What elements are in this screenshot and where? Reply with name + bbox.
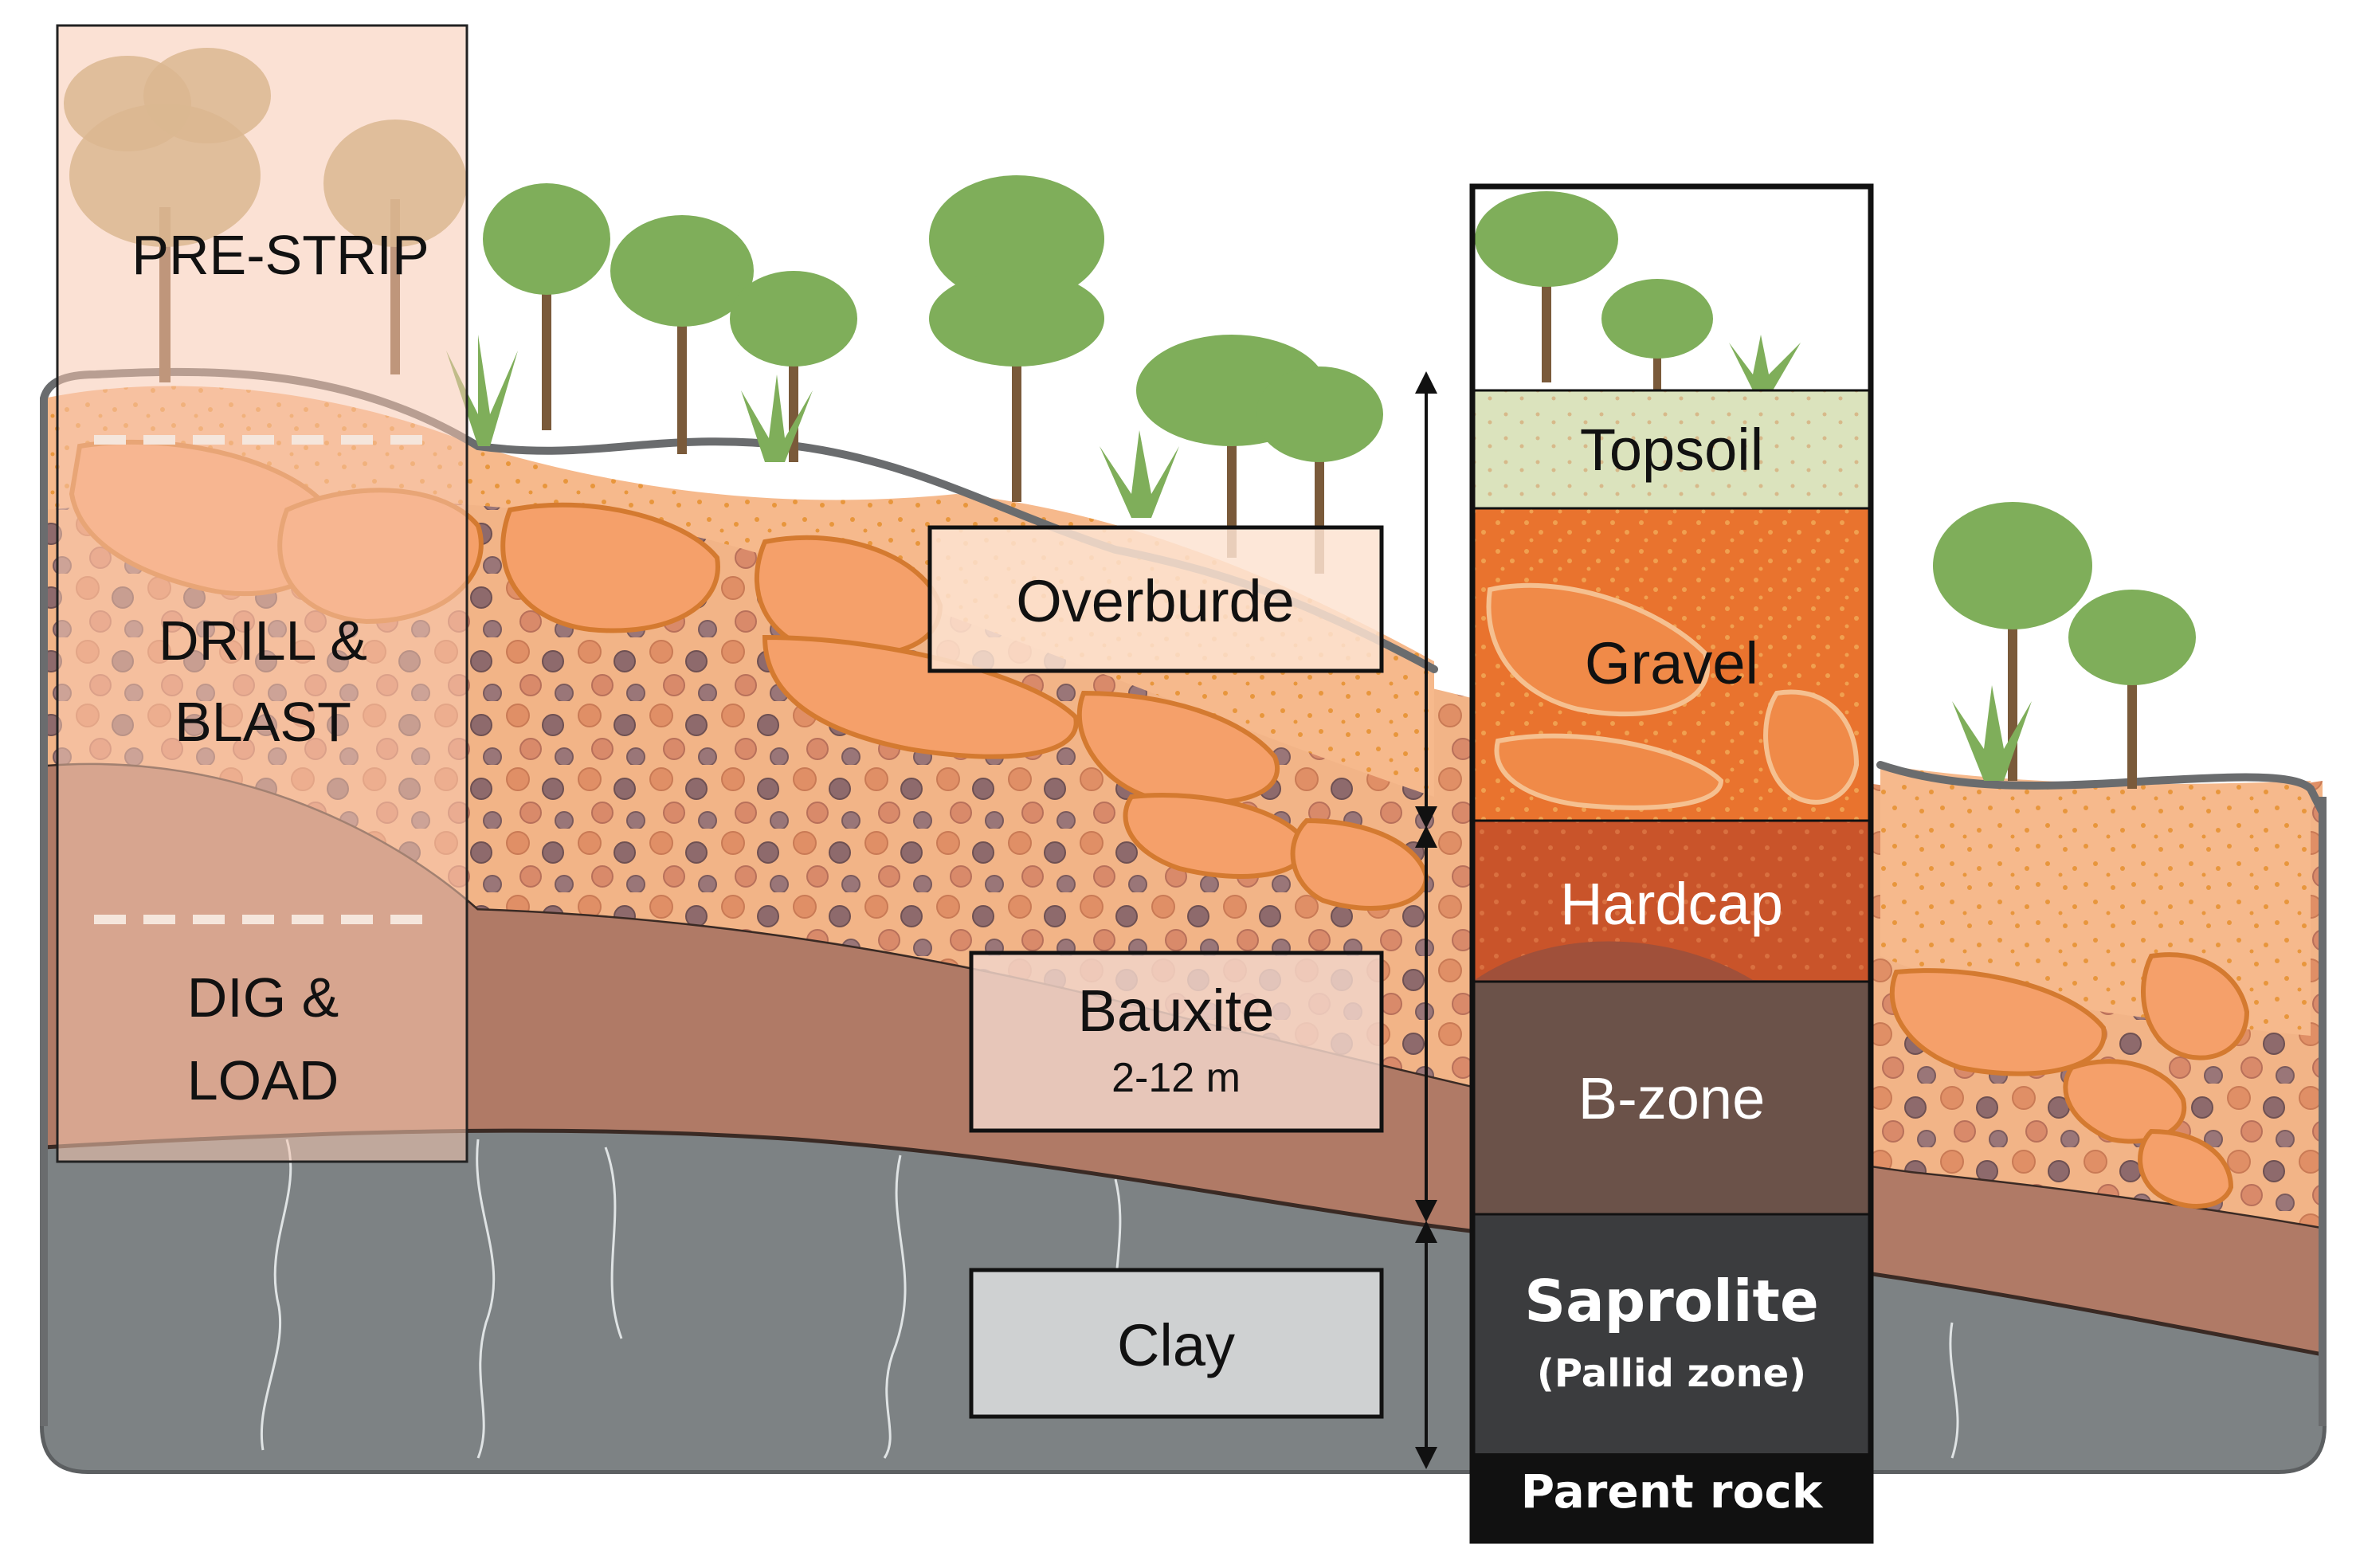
clay-callout-box [969, 1268, 1384, 1419]
tree-icon [483, 183, 610, 430]
profile-topsoil-label: Topsoil [1580, 417, 1763, 483]
profile-bzone-label: B-zone [1578, 1065, 1765, 1131]
soil-profile-column [1469, 183, 1874, 1544]
profile-saprolite [1472, 1214, 1871, 1453]
bauxite-callout-box [969, 951, 1384, 1133]
clay-label: Clay [1117, 1312, 1235, 1378]
profile-pallid-label: (Pallid zone) [1537, 1351, 1806, 1396]
profile-gravel-label: Gravel [1585, 630, 1758, 696]
mining-stage-panel [56, 24, 468, 1163]
profile-parent-rock-label: Parent rock [1521, 1464, 1824, 1519]
profile-frame [1469, 183, 1874, 1544]
stage-dig-load-line2: LOAD [187, 1049, 339, 1111]
stage-drill-blast-line2: BLAST [174, 691, 351, 753]
profile-topsoil [1472, 390, 1871, 508]
stage-drill-blast-line1: DRILL & [159, 610, 367, 672]
overburden-callout-box [927, 525, 1384, 673]
tree-icon [2068, 590, 2196, 789]
tree-icon [929, 175, 1104, 502]
profile-saprolite-label: Saprolite [1524, 1268, 1819, 1335]
tree-icon [1933, 502, 2092, 781]
fern-icon [446, 335, 2032, 781]
profile-hardcap-label: Hardcap [1560, 871, 1783, 937]
ground-surface-right [1876, 761, 2327, 817]
tree-icon [610, 215, 754, 454]
stage-dividers [94, 435, 430, 924]
bauxite-label: Bauxite [1078, 978, 1275, 1044]
profile-bzone [1472, 982, 1871, 1214]
bauxite-thickness-label: 2-12 m [1111, 1055, 1241, 1101]
overburden-label: Overburde [1016, 568, 1295, 634]
stage-dig-load-line1: DIG & [187, 966, 339, 1029]
stage-pre-strip: PRE-STRIP [131, 224, 429, 286]
tree-icon [1475, 191, 1801, 390]
profile-parent-rock [1472, 1453, 1871, 1541]
